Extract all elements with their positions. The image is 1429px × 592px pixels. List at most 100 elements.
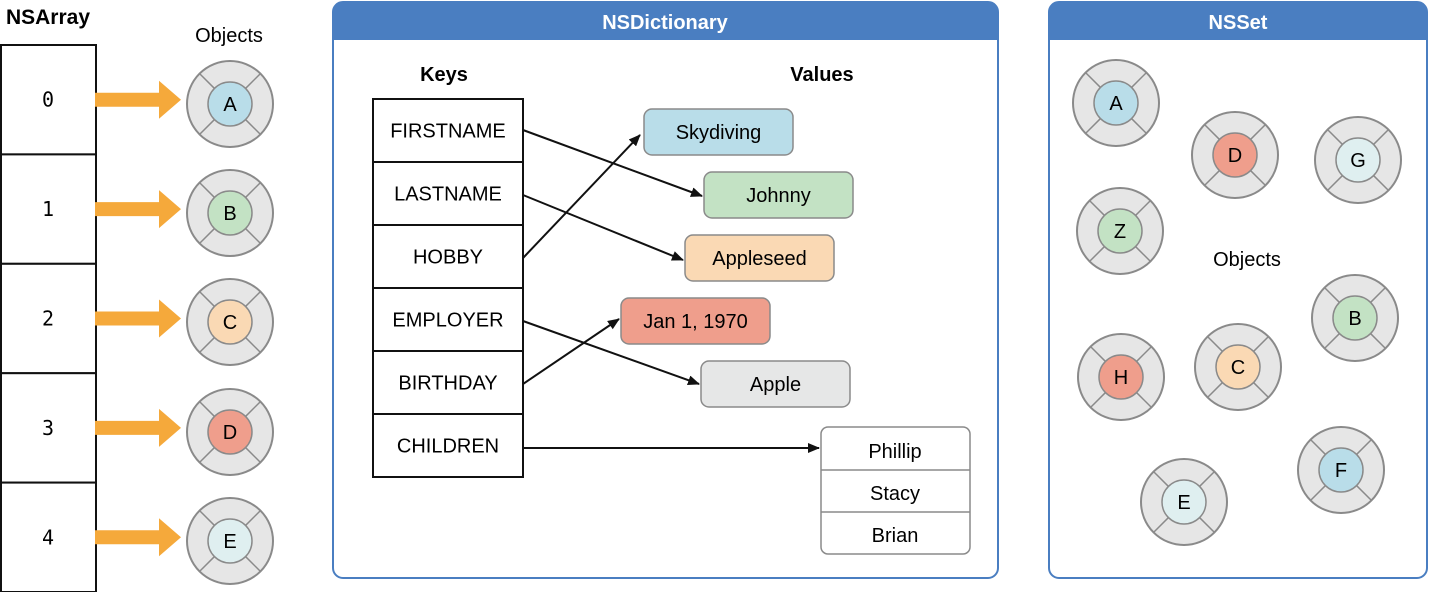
set-object: F <box>1297 426 1385 514</box>
ring-divider <box>1135 246 1151 262</box>
ring-divider <box>1250 124 1266 140</box>
set-object: C <box>1194 323 1282 411</box>
ring-divider <box>245 337 261 353</box>
ring-divider <box>199 447 215 463</box>
object-letter: G <box>1350 150 1366 172</box>
ring-divider <box>1131 118 1147 134</box>
dictionary-value-label: Jan 1, 1970 <box>643 311 748 333</box>
children-box <box>820 426 971 555</box>
dictionary-key-cell <box>372 287 524 352</box>
child-name: Phillip <box>868 441 921 463</box>
object-core <box>207 299 253 345</box>
key-value-arrow <box>522 320 700 386</box>
dictionary-key-cell <box>372 413 524 478</box>
ring-divider <box>1090 346 1106 362</box>
nsarray-objects-label: Objects <box>195 25 263 47</box>
object-letter: E <box>1177 492 1190 514</box>
ring-divider <box>1153 517 1169 533</box>
set-object: A <box>1072 59 1160 147</box>
ring-divider <box>199 73 215 89</box>
set-object: B <box>1311 274 1399 362</box>
object-core <box>1332 295 1378 341</box>
object-letter: Z <box>1114 221 1126 243</box>
ring-divider <box>1085 72 1101 88</box>
ring-divider <box>199 556 215 572</box>
dictionary-key-label: BIRTHDAY <box>398 373 497 395</box>
object-core <box>1318 447 1364 493</box>
dictionary-value-box <box>700 360 851 408</box>
dictionary-value-label: Apple <box>750 374 801 396</box>
nsset-title: NSSet <box>1209 12 1268 34</box>
nsdictionary-header <box>333 2 998 40</box>
object-core <box>1097 208 1143 254</box>
object-core <box>1335 137 1381 183</box>
dictionary-key-label: LASTNAME <box>394 184 502 206</box>
ring-divider <box>1356 439 1372 455</box>
ring-divider <box>1199 517 1215 533</box>
ring-divider <box>245 401 261 417</box>
dictionary-key-label: FIRSTNAME <box>390 121 506 143</box>
object-letter: E <box>223 531 236 553</box>
ring-divider <box>199 182 215 198</box>
array-index-cell <box>0 481 97 592</box>
ring-divider <box>245 447 261 463</box>
ring-divider <box>199 510 215 526</box>
ring-divider <box>1327 175 1343 191</box>
ring-divider <box>1090 392 1106 408</box>
dictionary-value-box <box>703 171 854 219</box>
array-index-label: 2 <box>42 307 54 331</box>
object-letter: H <box>1114 367 1128 389</box>
object-letter: B <box>223 203 236 225</box>
ring-divider <box>1370 333 1386 349</box>
set-object: Z <box>1076 187 1164 275</box>
ring-divider <box>1204 170 1220 186</box>
ring-divider <box>1089 246 1105 262</box>
ring-divider <box>1253 336 1269 352</box>
ring-divider <box>245 119 261 135</box>
nsdictionary-section: NSDictionary Keys Values FIRSTNAMELASTNA… <box>332 1 999 579</box>
ring-divider <box>199 401 215 417</box>
object-letter: A <box>1109 93 1123 115</box>
nsset-header <box>1049 2 1427 40</box>
array-arrow <box>95 190 181 229</box>
ring-divider <box>245 510 261 526</box>
ring-divider <box>1324 333 1340 349</box>
ring-divider <box>1136 392 1152 408</box>
ring-divider <box>245 73 261 89</box>
object-letter: A <box>223 94 237 116</box>
dictionary-key-label: CHILDREN <box>397 436 499 458</box>
array-index-label: 1 <box>42 197 54 221</box>
array-index-cell <box>0 262 97 375</box>
object-letter: C <box>223 312 237 334</box>
ring-divider <box>245 228 261 244</box>
ring-divider <box>245 556 261 572</box>
dictionary-keys-table: FIRSTNAMELASTNAMEHOBBYEMPLOYERBIRTHDAYCH… <box>372 98 524 478</box>
nsset-objects: A D G Z B H C F E <box>1072 59 1402 546</box>
object-letter: C <box>1231 357 1245 379</box>
dictionary-value-box <box>684 234 835 282</box>
keys-label: Keys <box>420 64 468 86</box>
ring-divider <box>1089 200 1105 216</box>
key-value-arrow <box>522 194 684 261</box>
array-object: C <box>186 278 274 366</box>
child-name: Brian <box>872 525 919 547</box>
dictionary-key-label: EMPLOYER <box>392 310 503 332</box>
ring-divider <box>1207 336 1223 352</box>
array-object: E <box>186 497 274 585</box>
object-letter: D <box>1228 145 1242 167</box>
set-object: D <box>1191 111 1279 199</box>
ring-divider <box>1327 129 1343 145</box>
array-index-cell <box>0 153 97 265</box>
object-core <box>207 409 253 455</box>
ring-divider <box>199 119 215 135</box>
ring-divider <box>1135 200 1151 216</box>
ring-divider <box>199 291 215 307</box>
ring-divider <box>245 182 261 198</box>
object-core <box>207 190 253 236</box>
nsarray-title: NSArray <box>6 6 90 29</box>
set-object: H <box>1077 333 1165 421</box>
array-index-cell <box>0 44 97 156</box>
